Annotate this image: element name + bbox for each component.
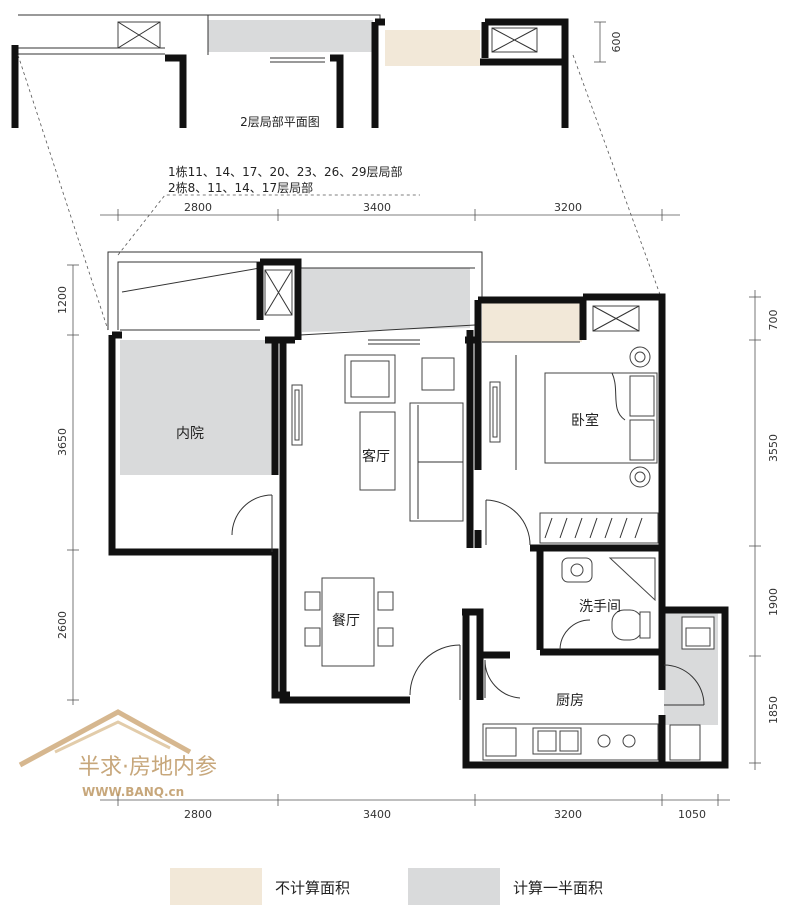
legend-label-not-counted: 不计算面积: [275, 879, 350, 897]
top-dim-3: 3200: [554, 201, 582, 214]
top-dim-1: 2800: [184, 201, 212, 214]
room-courtyard: 内院: [176, 426, 204, 442]
top-dim-2: 3400: [363, 201, 391, 214]
note-line-2: 2栋8、11、14、17层局部: [168, 180, 313, 195]
partial-not-counted-area: [385, 30, 480, 66]
note-line-1: 1栋11、14、17、20、23、26、29层局部: [168, 164, 403, 179]
furniture: [264, 269, 715, 761]
partial-plan-title: 2层局部平面图: [240, 114, 320, 129]
doors: [231, 494, 705, 706]
balcony-half-area: [302, 268, 470, 332]
bottom-dim-1: 2800: [184, 808, 212, 821]
left-dim-3: 2600: [56, 611, 69, 639]
right-dim-4: 1850: [767, 696, 780, 724]
room-living: 客厅: [362, 448, 390, 465]
bedroom-balcony-not-counted: [482, 300, 582, 342]
bottom-dim-4: 1050: [678, 808, 706, 821]
legend-swatch-half-counted: [408, 868, 500, 905]
legend-swatch-not-counted: [170, 868, 262, 905]
room-bedroom: 卧室: [571, 412, 599, 429]
left-dim-2: 3650: [56, 428, 69, 456]
bottom-dim-2: 3400: [363, 808, 391, 821]
partial-half-area: [208, 20, 373, 52]
left-dim-1: 1200: [56, 286, 69, 314]
right-dim-1: 700: [767, 310, 780, 331]
room-dining: 餐厅: [332, 613, 360, 629]
room-bathroom: 洗手间: [579, 599, 621, 615]
watermark-logo: 半求·房地内参 WWW.BANQ.cn: [18, 709, 217, 799]
partial-plan-dimension: 600: [610, 32, 623, 53]
legend: 不计算面积 计算一半面积: [170, 868, 603, 905]
walls: [108, 258, 729, 769]
left-dimensions: 1200 3650 2600: [56, 264, 79, 705]
room-kitchen: 厨房: [556, 693, 584, 709]
legend-label-half-counted: 计算一半面积: [513, 879, 603, 897]
right-dimensions: 700 3550 1900 1850: [749, 290, 780, 770]
right-dim-2: 3550: [767, 434, 780, 462]
bottom-dimensions: 2800 3400 3200 1050: [100, 794, 730, 821]
partial-plan: 2层局部平面图 600: [11, 14, 623, 129]
watermark-url: WWW.BANQ.cn: [82, 785, 184, 799]
courtyard-half-area: [120, 340, 272, 475]
bottom-dim-3: 3200: [554, 808, 582, 821]
top-dimensions: 2800 3400 3200: [100, 201, 680, 221]
watermark-text: 半求·房地内参: [78, 755, 217, 780]
right-dim-3: 1900: [767, 588, 780, 616]
